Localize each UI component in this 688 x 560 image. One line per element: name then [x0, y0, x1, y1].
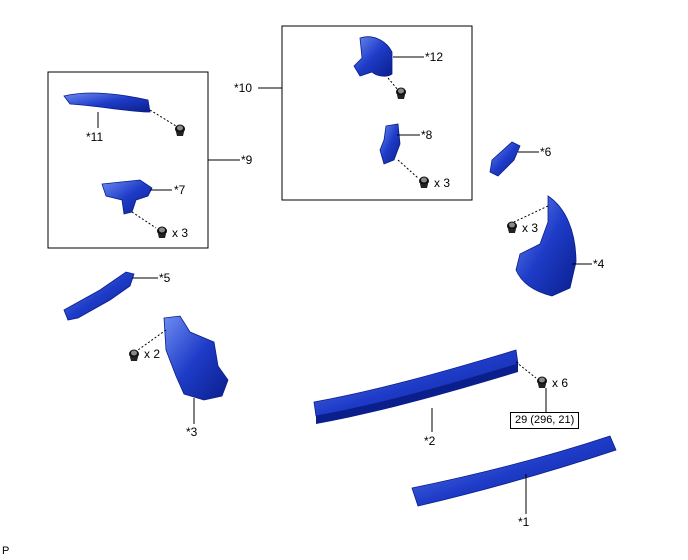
- callout-7: *7: [174, 183, 186, 197]
- bolt-icon: [507, 221, 517, 233]
- bolt-icon: [129, 349, 139, 361]
- corner-mark: P: [2, 545, 10, 557]
- torque-spec-box: 29 (296, 21): [510, 412, 580, 429]
- bolt-icon: [157, 226, 167, 238]
- part-6-bracket: [489, 141, 521, 177]
- bolt-icon: [537, 376, 547, 388]
- part-7-bracket: [101, 179, 153, 215]
- bolt-icon: [175, 124, 185, 136]
- qty-8: x 3: [434, 176, 451, 190]
- part-8-bracket: [379, 123, 401, 165]
- part-5-bracket: [63, 271, 135, 321]
- callout-9: *9: [241, 153, 253, 167]
- qty-2: x 6: [552, 376, 569, 390]
- callout-8: *8: [421, 128, 433, 142]
- part-12-bracket: [353, 36, 393, 77]
- part-4-panel: [515, 195, 577, 297]
- qty-4: x 3: [522, 221, 539, 235]
- bolt-icon: [419, 176, 429, 188]
- part-1-absorber: [411, 435, 617, 507]
- callout-5: *5: [159, 271, 171, 285]
- callout-12: *12: [425, 50, 444, 64]
- callout-10: *10: [234, 81, 253, 95]
- group-box-10: [281, 25, 473, 201]
- callout-2: *2: [424, 434, 436, 448]
- callout-4: *4: [593, 257, 605, 271]
- callout-3: *3: [186, 425, 198, 439]
- part-2-beam: [313, 349, 519, 417]
- bolt-icon: [396, 87, 406, 99]
- qty-7: x 3: [172, 226, 189, 240]
- callout-1: *1: [518, 515, 530, 529]
- part-11-strip: [63, 92, 151, 113]
- callout-6: *6: [540, 145, 552, 159]
- callout-11: *11: [86, 130, 104, 144]
- part-3-panel: [163, 315, 229, 401]
- qty-3: x 2: [144, 347, 161, 361]
